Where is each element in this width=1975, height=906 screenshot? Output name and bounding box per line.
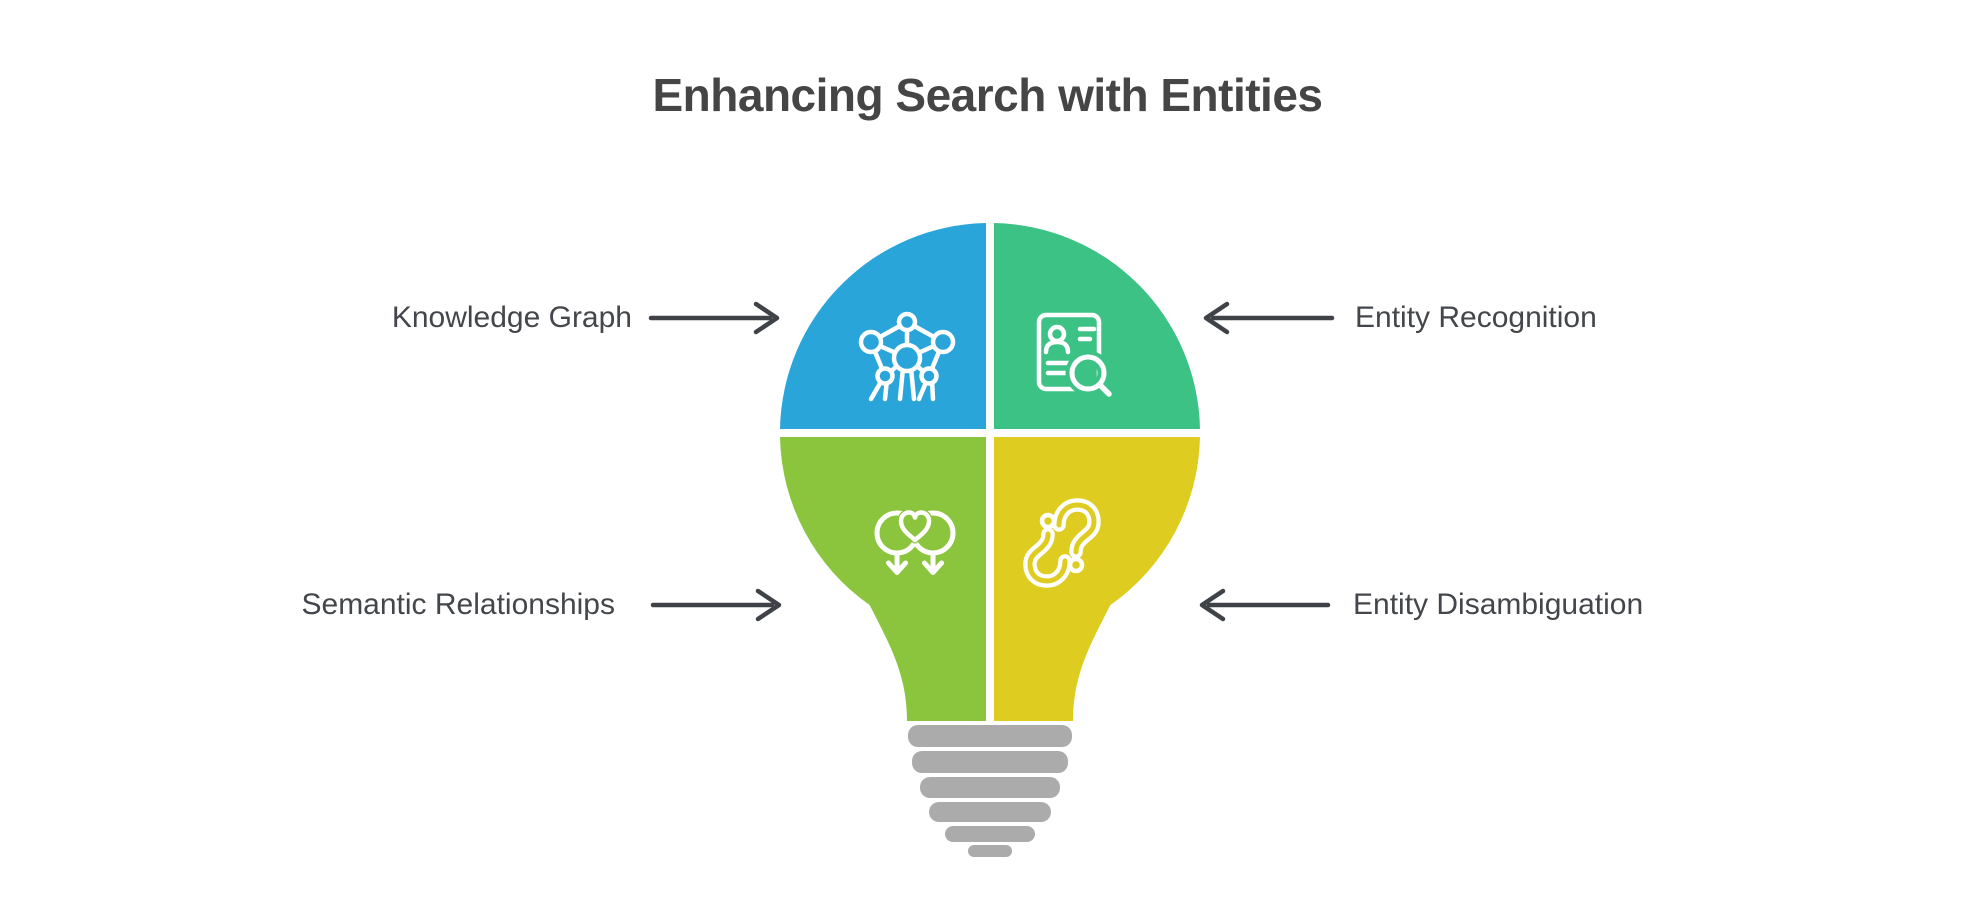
label-entity-recognition: Entity Recognition <box>1355 301 1597 334</box>
bulb-screw-base <box>908 725 1072 857</box>
arrow-left-entity-disambiguation <box>1199 588 1331 622</box>
label-semantic-relationships: Semantic Relationships <box>301 588 616 621</box>
person-document-search-icon <box>1036 312 1117 402</box>
quadrant-entity-disambiguation <box>994 437 1200 721</box>
lightbulb-diagram <box>780 223 1200 857</box>
page-title: Enhancing Search with Entities <box>652 69 1323 121</box>
magnifier-glass <box>1069 354 1112 397</box>
label-knowledge-graph: Knowledge Graph <box>391 301 632 334</box>
quadrant-semantic-relationships <box>780 437 986 721</box>
question-marks-icon <box>1023 498 1101 588</box>
down-arrows <box>886 552 944 575</box>
label-entity-disambiguation: Entity Disambiguation <box>1353 588 1644 621</box>
network-graph-icon <box>858 311 956 402</box>
arrow-right-semantic-relationships <box>650 588 782 622</box>
base-tip <box>968 845 1012 857</box>
linked-rings-heart-icon <box>874 509 956 575</box>
arrow-right-knowledge-graph <box>648 301 780 335</box>
heart-shape <box>898 510 932 543</box>
arrow-left-entity-recognition <box>1203 301 1335 335</box>
